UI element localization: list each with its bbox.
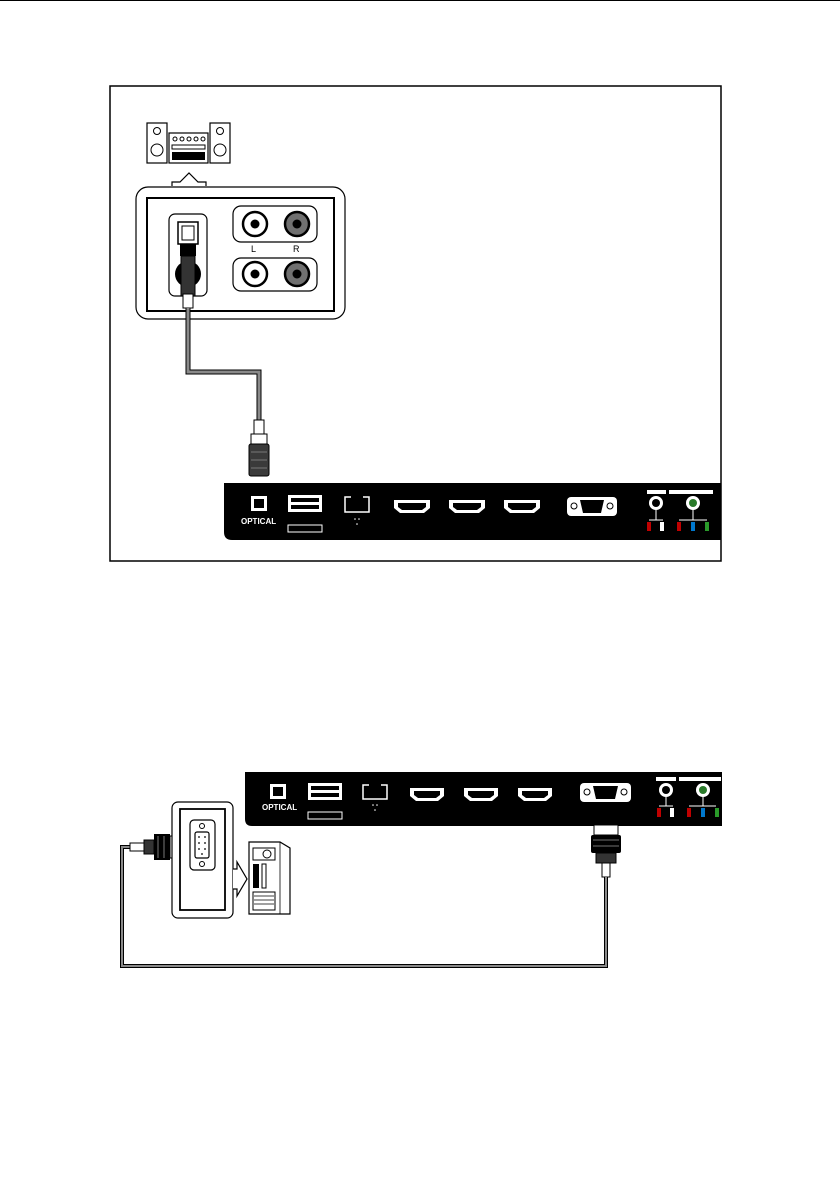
audio-system-icon <box>147 123 230 163</box>
left-channel-label: L <box>251 244 256 254</box>
pc-vga-diagram: OPTICAL <box>0 740 840 1000</box>
tv-optical-label-2: OPTICAL <box>262 803 297 812</box>
pc-vga-port <box>190 820 215 870</box>
pc-tower-icon <box>249 842 290 914</box>
pc-vga-plug <box>130 834 178 860</box>
optical-cable <box>188 308 259 420</box>
tv-rear-panel: OPTICAL <box>224 483 721 540</box>
up-arrow-icon <box>172 173 206 186</box>
right-arrow-icon <box>233 862 247 896</box>
tv-rear-panel-2: OPTICAL <box>245 772 722 826</box>
right-channel-label: R <box>293 244 300 254</box>
optical-plug <box>249 420 269 476</box>
tv-optical-label: OPTICAL <box>241 517 276 526</box>
device-optical-port <box>169 214 207 308</box>
optical-audio-diagram: L R OPTICAL <box>0 0 840 600</box>
tv-vga-plug <box>591 825 621 877</box>
